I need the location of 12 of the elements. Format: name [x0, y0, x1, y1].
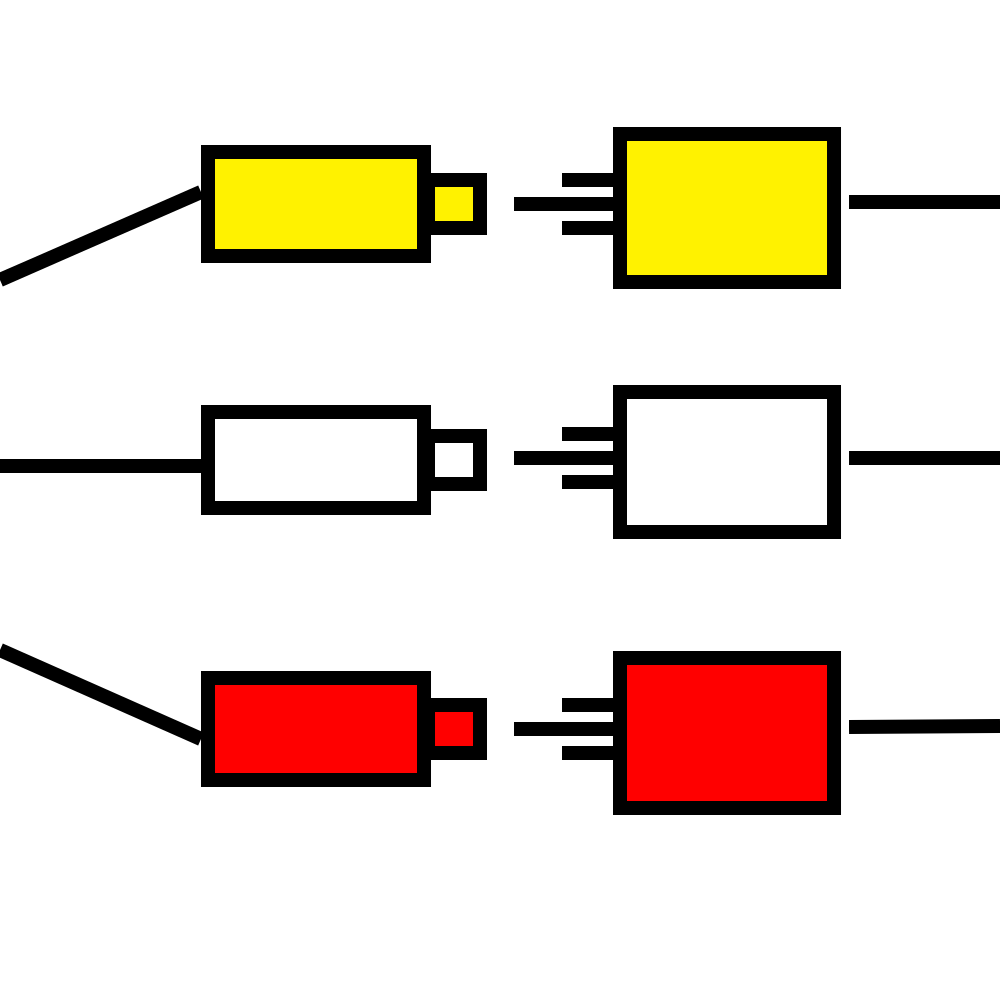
plug: [201, 671, 487, 787]
cable: [849, 195, 1000, 209]
jack: [514, 127, 841, 289]
plug: [201, 405, 487, 515]
cable: [0, 185, 204, 287]
cable: [849, 451, 1000, 465]
plug: [201, 145, 487, 263]
jack: [514, 385, 841, 539]
cable: [0, 459, 201, 473]
cable: [0, 643, 204, 746]
cable: [848, 719, 1000, 734]
jack: [514, 651, 841, 815]
